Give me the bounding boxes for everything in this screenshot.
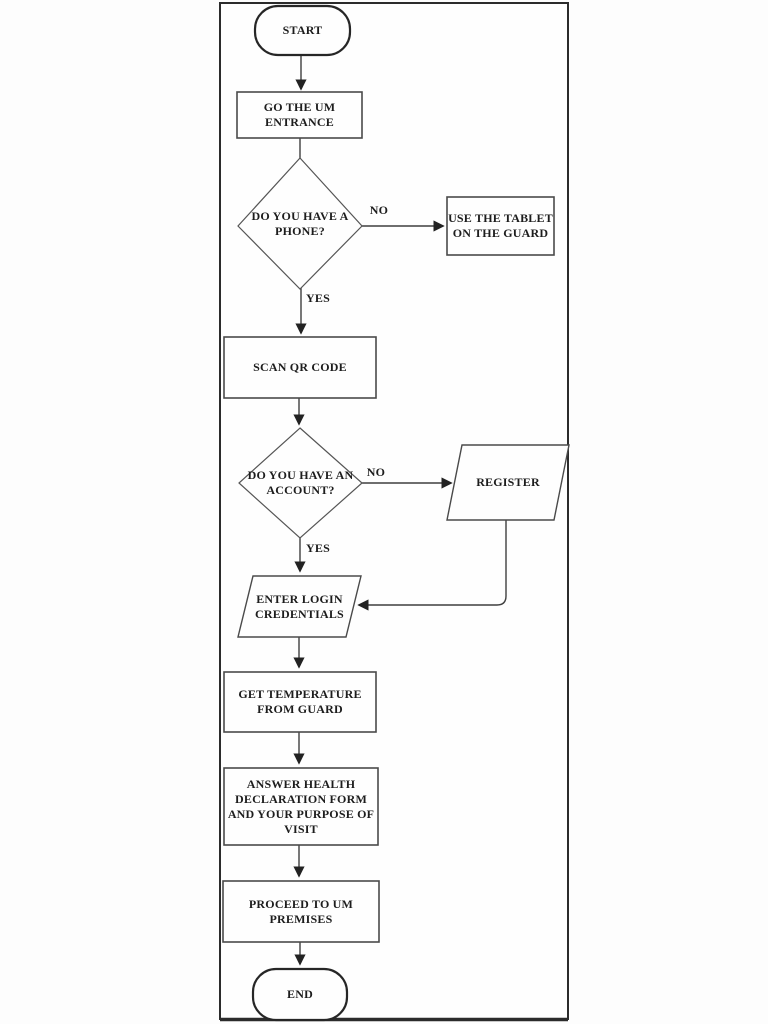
register-io-shape	[446, 444, 570, 521]
scan-qr-process-shape	[223, 336, 377, 399]
end-terminator-shape	[251, 967, 349, 1022]
start-terminator-shape	[253, 4, 352, 57]
enter-login-io-shape	[237, 575, 362, 638]
edge-register-to-login	[357, 520, 507, 611]
have-phone-decision-shape	[237, 157, 363, 290]
proceed-process-shape	[222, 880, 380, 943]
connector-group	[293, 55, 507, 966]
get-temperature-process-shape	[223, 671, 377, 733]
answer-health-process-shape	[223, 767, 379, 846]
go-entrance-process-shape	[236, 91, 363, 139]
have-account-decision-shape	[238, 427, 363, 539]
use-tablet-process-shape	[446, 196, 555, 256]
